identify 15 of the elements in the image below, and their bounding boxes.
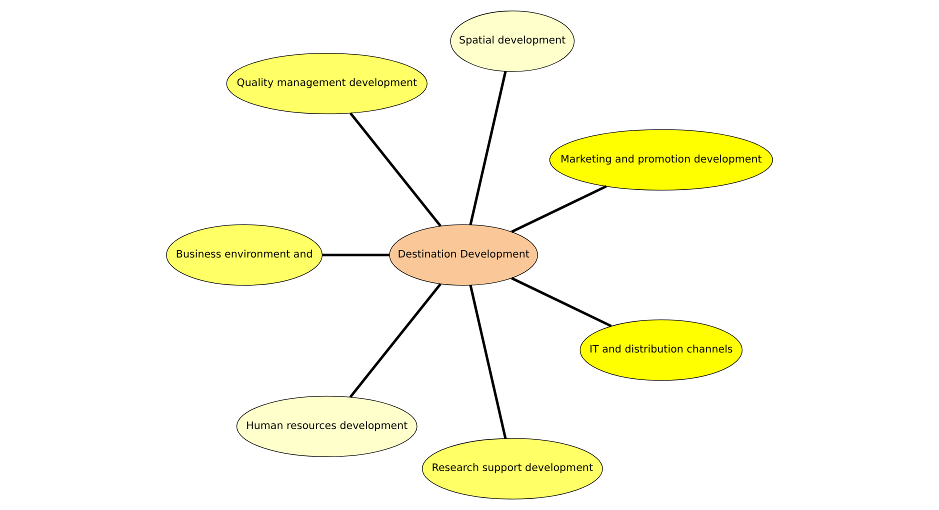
connector <box>469 71 507 226</box>
node-ellipse: Research support development <box>422 438 603 500</box>
node-ellipse: Business environment and <box>166 224 323 286</box>
connector <box>469 284 507 439</box>
node-ellipse: IT and distribution channels <box>580 320 743 381</box>
connector <box>511 276 612 328</box>
connector <box>511 185 607 233</box>
connector <box>349 283 442 398</box>
node-ellipse: Marketing and promotion development <box>549 129 773 190</box>
node-ellipse: Quality management development <box>226 52 428 114</box>
connector <box>349 112 442 227</box>
node-ellipse: Destination Development <box>389 224 538 286</box>
node-ellipse: Spatial development <box>450 10 575 72</box>
node-ellipse: Human resources development <box>236 396 418 458</box>
connector <box>322 254 390 256</box>
